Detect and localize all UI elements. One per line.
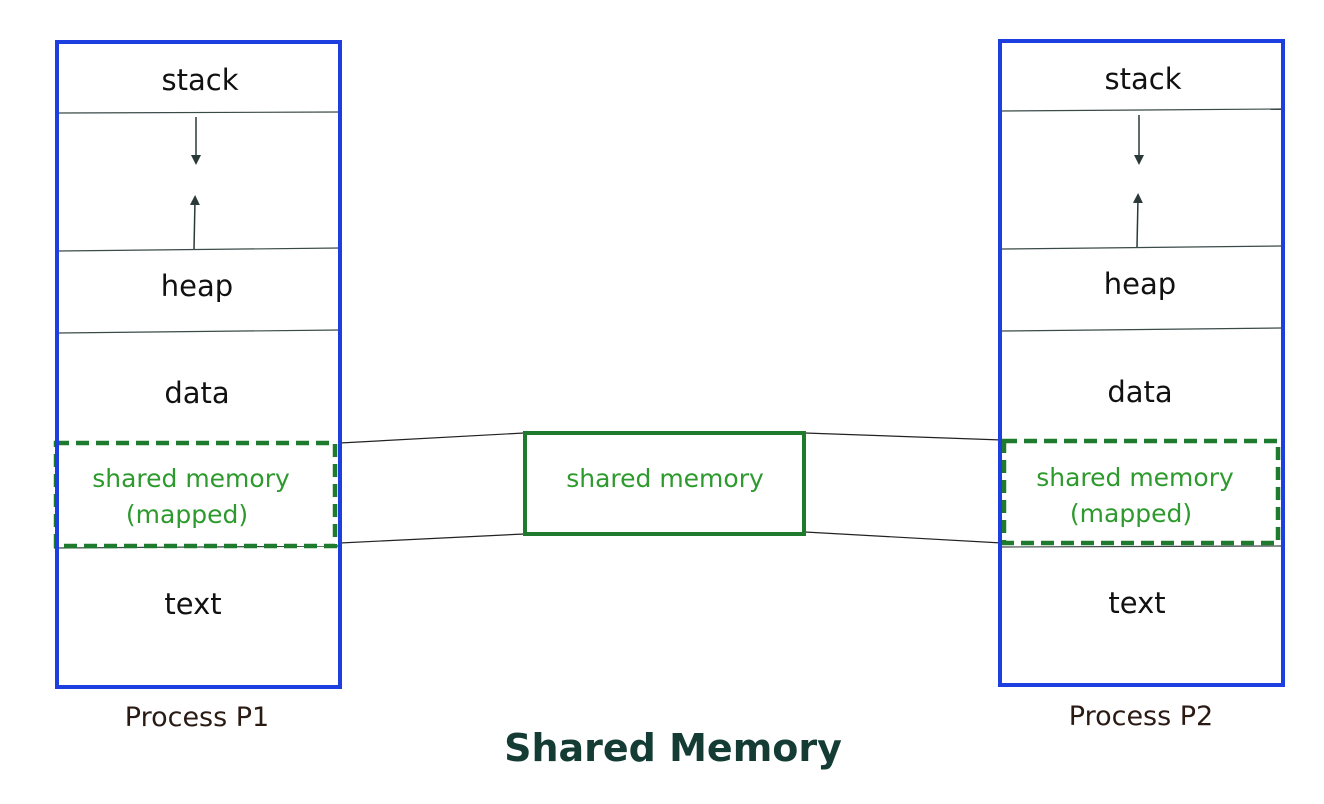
heap-grow-up-arrow [1132, 193, 1143, 248]
shared-memory-mapped-label-line2: (mapped) [126, 500, 248, 529]
text-label: text [164, 587, 221, 621]
diagram-title: Shared Memory [504, 726, 842, 770]
divider-text-top [1001, 545, 1282, 548]
process-name: Process P1 [125, 702, 269, 733]
connector-bottom-right [804, 531, 1003, 544]
shared-memory-region: shared memory [523, 431, 806, 536]
stack-label: stack [162, 63, 239, 97]
connector-top-right [804, 432, 1003, 441]
process-box-left [55, 40, 342, 689]
heap-label: heap [1104, 267, 1176, 301]
process-box-right [998, 39, 1285, 687]
process-name: Process P2 [1069, 701, 1213, 732]
connector-top-left [339, 432, 525, 444]
heap-grow-up-arrow [189, 195, 200, 250]
shared-memory-mapped-label-line1: shared memory [1036, 463, 1234, 492]
shared-mapped-region-right [1001, 438, 1281, 546]
process-p1: stack heap data shared memory (mapped) t… [53, 40, 342, 733]
divider-heap-top [57, 247, 341, 252]
shared-memory-box [523, 431, 806, 536]
data-label: data [1107, 375, 1172, 409]
data-label: data [164, 376, 229, 410]
divider-heap-bottom [1001, 327, 1282, 332]
process-p2: stack heap data shared memory (mapped) t… [998, 39, 1285, 732]
divider-heap-top [1001, 245, 1282, 250]
stack-label: stack [1105, 62, 1182, 96]
heap-label: heap [161, 269, 233, 303]
divider-stack [1001, 108, 1282, 112]
connector-bottom-left [339, 533, 525, 544]
shared-memory-mapped-label-line2: (mapped) [1070, 499, 1192, 528]
text-label: text [1108, 586, 1165, 620]
shared-mapped-region-left [53, 440, 338, 549]
divider-stack [57, 111, 341, 114]
divider-heap-bottom [57, 329, 341, 334]
shared-memory-mapped-label-line1: shared memory [92, 464, 290, 493]
shared-memory-label: shared memory [566, 464, 764, 493]
